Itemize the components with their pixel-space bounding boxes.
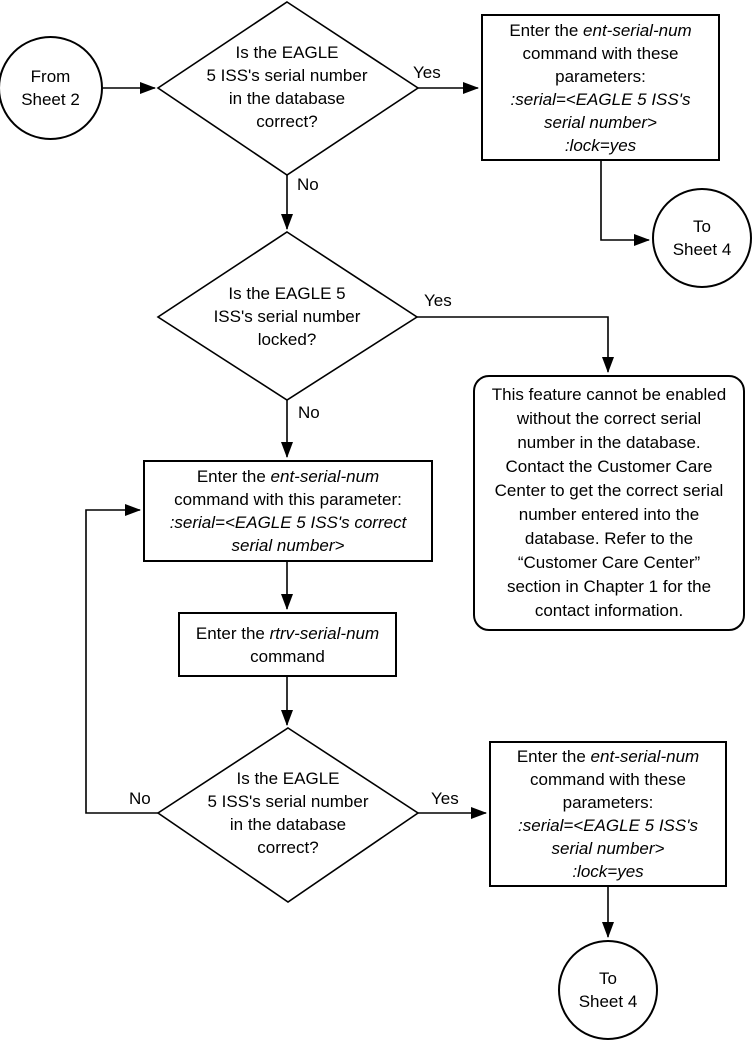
text-line: section in Chapter 1 for the — [506, 577, 712, 596]
to-sheet4-bottom-connector: To Sheet 4 — [558, 940, 658, 1040]
parameter-line: :serial=<EAGLE 5 ISS's correct — [169, 513, 407, 532]
decision-locked-diamond — [156, 231, 419, 401]
text-line: 5 ISS's serial number — [207, 792, 369, 811]
command-name: rtrv-serial-num — [269, 623, 380, 643]
command-name: ent-serial-num — [270, 467, 380, 486]
connector-label: To — [693, 217, 711, 236]
text-segment: Enter the — [516, 747, 591, 766]
text-line: database. Refer to the — [524, 529, 694, 548]
parameter-line: serial number> — [544, 112, 657, 132]
box-ent-serial-correct: Enter the ent-serial-num command with th… — [143, 460, 433, 562]
label-decision-bottom-no: No — [129, 789, 151, 808]
text-line: Contact the Customer Care — [505, 457, 713, 476]
text-line: correct? — [257, 838, 319, 857]
box-ent-serial-lock-top: Enter the ent-serial-num command with th… — [481, 14, 720, 161]
text-line: 5 ISS's serial number — [206, 66, 368, 85]
text-line: number in the database. — [517, 433, 701, 452]
text-line: without the correct serial — [516, 409, 702, 428]
text-line: command with this parameter: — [174, 490, 402, 509]
from-sheet2-connector: From Sheet 2 — [0, 36, 103, 140]
parameter-line: :lock=yes — [572, 862, 644, 881]
parameter-line: :serial=<EAGLE 5 ISS's — [518, 816, 698, 835]
text-line: Enter the ent-serial-num — [483, 19, 718, 42]
decision-bottom-text: Is the EAGLE 5 ISS's serial number in th… — [158, 767, 418, 859]
text-line: Center to get the correct serial — [494, 481, 724, 500]
label-decision-top-no: No — [297, 175, 319, 194]
text-line: Enter the ent-serial-num — [491, 745, 725, 768]
parameter-line: :lock=yes — [564, 135, 637, 155]
label-decision-top-yes: Yes — [413, 63, 441, 82]
decision-bottom-diamond — [156, 727, 420, 903]
text-line: command — [250, 646, 325, 666]
text-line: locked? — [257, 330, 317, 349]
decision-top-text: Is the EAGLE 5 ISS's serial number in th… — [157, 41, 417, 133]
text-line: command with these — [522, 43, 679, 63]
text-line: in the database — [228, 89, 346, 108]
parameter-line: :serial=<EAGLE 5 ISS's — [510, 89, 691, 109]
connector-label: To — [599, 969, 617, 988]
label-decision-bottom-yes: Yes — [431, 789, 459, 808]
box-rtrv-serial: Enter the rtrv-serial-num command — [178, 612, 397, 677]
connector-label: Sheet 4 — [578, 992, 638, 1011]
text-line: This feature cannot be enabled — [491, 385, 727, 404]
connector-label: From — [30, 67, 71, 86]
text-line: ISS's serial number — [213, 307, 361, 326]
decision-locked-text: Is the EAGLE 5 ISS's serial number locke… — [157, 282, 417, 351]
parameter-line: serial number> — [551, 839, 665, 858]
text-line: in the database — [229, 815, 347, 834]
label-decision-locked-no: No — [298, 403, 320, 422]
edge-decision-locked-yes — [417, 316, 614, 373]
text-line: parameters: — [555, 66, 646, 86]
text-line: command with these — [530, 770, 686, 789]
text-line: Enter the rtrv-serial-num — [180, 622, 395, 645]
text-line: number entered into the — [518, 505, 700, 524]
connector-label: Sheet 2 — [21, 90, 80, 109]
text-line: Is the EAGLE — [236, 769, 340, 788]
command-name: ent-serial-num — [590, 747, 700, 766]
edge-box-top-to-sheet4 — [600, 161, 650, 246]
box-ent-serial-lock-bottom: Enter the ent-serial-num command with th… — [489, 741, 727, 887]
edge-decision-bottom-no-loop — [85, 504, 158, 814]
text-segment: Enter the — [196, 467, 271, 486]
text-segment: Enter the — [509, 20, 584, 40]
note-customer-care: This feature cannot be enabled without t… — [473, 375, 745, 631]
text-line: parameters: — [562, 793, 654, 812]
label-decision-locked-yes: Yes — [424, 291, 452, 310]
to-sheet4-top-connector: To Sheet 4 — [652, 188, 752, 288]
decision-top-diamond — [156, 1, 420, 176]
text-line: Is the EAGLE — [235, 43, 339, 62]
text-line: correct? — [256, 112, 318, 131]
parameter-line: serial number> — [231, 536, 345, 555]
text-line: Enter the ent-serial-num — [145, 465, 431, 488]
text-segment: Enter the — [195, 623, 270, 643]
text-line: “Customer Care Center” — [517, 553, 701, 572]
command-name: ent-serial-num — [583, 20, 692, 40]
text-line: Is the EAGLE 5 — [228, 284, 346, 303]
text-line: contact information. — [534, 601, 684, 620]
connector-label: Sheet 4 — [672, 240, 732, 259]
